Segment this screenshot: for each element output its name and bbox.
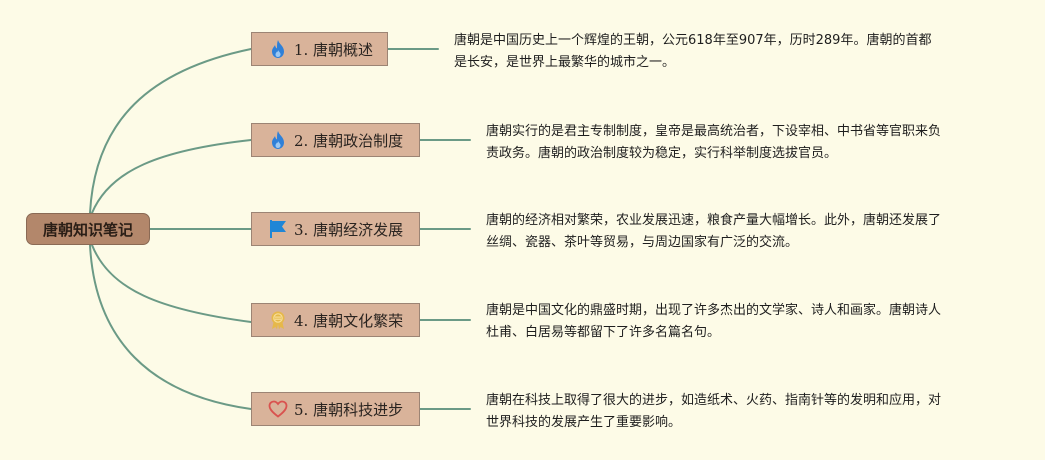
- description-line: 唐朝实行的是君主专制制度，皇帝是最高统治者，下设宰相、中书省等官职来负: [486, 124, 942, 139]
- branch-label-4: 4. 唐朝文化繁荣: [294, 311, 404, 330]
- branch-label-2: 2. 唐朝政治制度: [294, 131, 404, 150]
- description-line: 世界科技的发展产生了重要影响。: [486, 415, 682, 430]
- description-line: 杜甫、白居易等都留下了许多名篇名句。: [486, 325, 721, 340]
- connector-root-branch-2: [91, 139, 252, 214]
- branch-node-1[interactable]: 1. 唐朝概述: [251, 32, 388, 66]
- description-3: 唐朝的经济相对繁荣，农业发展迅速，粮食产量大幅增长。此外，唐朝还发展了 丝绸、瓷…: [486, 210, 941, 254]
- branch-label-1: 1. 唐朝概述: [293, 40, 373, 59]
- description-1: 唐朝是中国历史上一个辉煌的王朝，公元618年至907年，历时289年。唐朝的首都…: [454, 30, 931, 74]
- award-icon: [268, 310, 288, 330]
- branch-node-2[interactable]: 2. 唐朝政治制度: [251, 123, 420, 157]
- branch-label-5: 5. 唐朝科技进步: [294, 400, 404, 419]
- description-line: 唐朝是中国历史上一个辉煌的王朝，公元618年至907年，历时289年。唐朝的首都: [454, 33, 932, 48]
- description-line: 唐朝是中国文化的鼎盛时期，出现了许多杰出的文学家、诗人和画家。唐朝诗人: [486, 303, 942, 318]
- branch-node-3[interactable]: 3. 唐朝经济发展: [251, 212, 420, 246]
- flag-icon: [268, 219, 288, 239]
- description-line: 丝绸、瓷器、茶叶等贸易，与周边国家有广泛的交流。: [486, 235, 799, 250]
- connector-root-branch-5: [89, 244, 252, 410]
- description-line: 唐朝在科技上取得了很大的进步，如造纸术、火药、指南针等的发明和应用，对: [486, 393, 942, 408]
- description-5: 唐朝在科技上取得了很大的进步，如造纸术、火药、指南针等的发明和应用，对 世界科技…: [486, 390, 941, 434]
- root-label: 唐朝知识笔记: [42, 220, 133, 239]
- description-line: 责政务。唐朝的政治制度较为稳定，实行科举制度选拔官员。: [486, 146, 838, 161]
- description-line: 唐朝的经济相对繁荣，农业发展迅速，粮食产量大幅增长。此外，唐朝还发展了: [486, 213, 942, 228]
- fire-icon: [268, 39, 288, 59]
- connector-root-branch-1: [89, 48, 252, 214]
- description-2: 唐朝实行的是君主专制制度，皇帝是最高统治者，下设宰相、中书省等官职来负 责政务。…: [486, 121, 941, 165]
- heart-icon: [268, 399, 288, 419]
- branch-node-4[interactable]: 4. 唐朝文化繁荣: [251, 303, 420, 337]
- root-node[interactable]: 唐朝知识笔记: [26, 213, 150, 245]
- description-line: 是长安，是世界上最繁华的城市之一。: [454, 55, 676, 70]
- connector-root-branch-4: [91, 244, 252, 323]
- description-4: 唐朝是中国文化的鼎盛时期，出现了许多杰出的文学家、诗人和画家。唐朝诗人 杜甫、白…: [486, 300, 941, 344]
- fire-icon: [268, 130, 288, 150]
- branch-node-5[interactable]: 5. 唐朝科技进步: [251, 392, 420, 426]
- branch-label-3: 3. 唐朝经济发展: [294, 220, 404, 239]
